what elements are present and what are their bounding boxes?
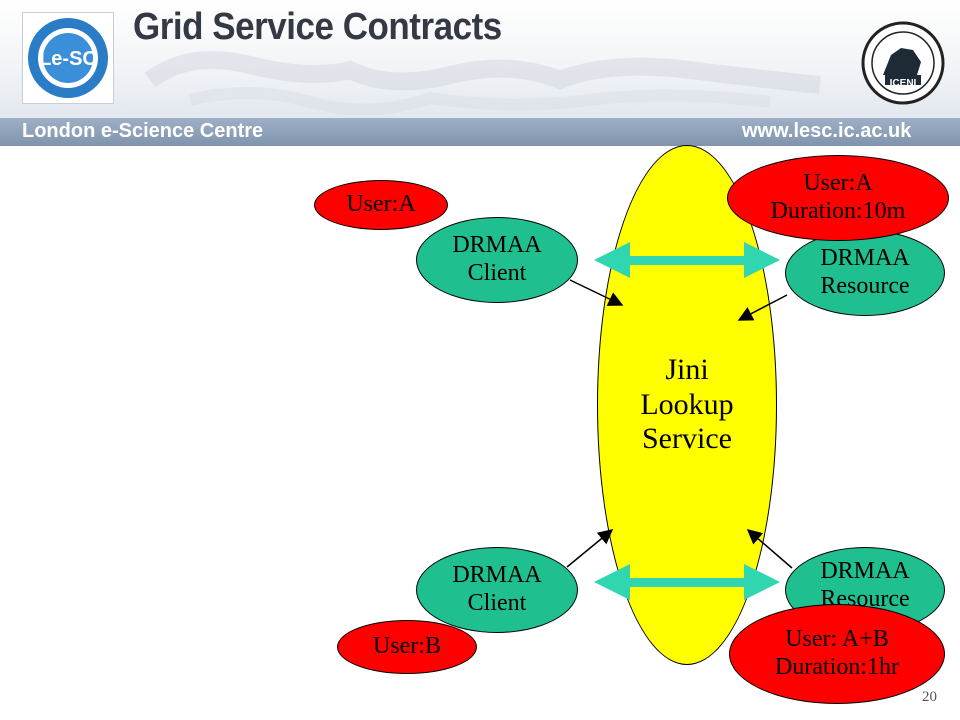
user-b-tag: User:B: [337, 620, 477, 674]
user-ab-duration-tag-label: User: A+B Duration:1hr: [775, 626, 899, 680]
drmaa-client-top-label: DRMAA Client: [452, 232, 542, 286]
jini-lookup-service-label: Jini Lookup Service: [640, 353, 734, 456]
drmaa-client-bottom-node: DRMAA Client: [416, 547, 578, 633]
svg-text:ICENI: ICENI: [890, 78, 917, 89]
drmaa-client-top-node: DRMAA Client: [416, 217, 578, 303]
banner-url-text: www.lesc.ic.ac.uk: [742, 120, 912, 142]
drmaa-resource-top-label: DRMAA Resource: [820, 245, 910, 299]
slide-header: [0, 0, 960, 118]
user-b-tag-label: User:B: [373, 633, 441, 660]
svg-text:Le-SC: Le-SC: [39, 48, 97, 70]
drmaa-client-bottom-label: DRMAA Client: [452, 562, 542, 616]
iceni-logo-icon: ICENI: [855, 20, 951, 106]
user-a-duration-tag-label: User:A Duration:10m: [770, 170, 906, 224]
page-title: Grid Service Contracts: [133, 6, 502, 48]
drmaa-resource-top-node: DRMAA Resource: [785, 230, 945, 316]
user-ab-duration-tag: User: A+B Duration:1hr: [729, 604, 945, 704]
banner-left-text: London e-Science Centre: [22, 120, 264, 142]
client-bottom-to-lookup-arrow: [566, 529, 614, 568]
world-map-background: [144, 51, 821, 115]
le-sc-logo-icon: Le-SC: [22, 12, 114, 104]
page-number: 20: [922, 689, 937, 705]
banner-bar: [0, 118, 960, 146]
user-a-duration-tag: User:A Duration:10m: [727, 155, 949, 241]
user-a-tag: User:A: [314, 180, 448, 230]
user-a-tag-label: User:A: [346, 191, 416, 218]
